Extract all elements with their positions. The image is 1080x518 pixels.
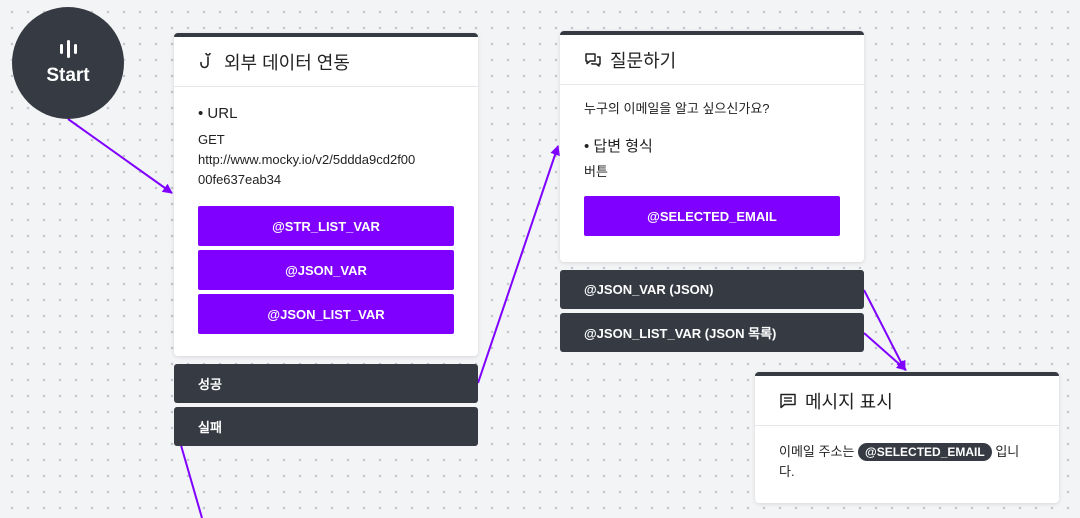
question-card[interactable]: 질문하기 누구의 이메일을 알고 싶으신가요? • 답변 형식 버튼 @SELE… [560, 31, 864, 262]
str-list-var-button[interactable]: @STR_LIST_VAR [198, 206, 454, 246]
question-prompt: 누구의 이메일을 알고 싶으신가요? [584, 101, 770, 116]
json-list-var-option[interactable]: @JSON_LIST_VAR (JSON 목록) [560, 313, 864, 352]
json-var-option[interactable]: @JSON_VAR (JSON) [560, 270, 864, 309]
edge-success-to-question [477, 145, 560, 384]
message-title: 메시지 표시 [805, 391, 893, 412]
message-header: 메시지 표시 [755, 376, 1059, 426]
message-text-before: 이메일 주소는 [779, 444, 855, 459]
http-method: GET [198, 132, 225, 147]
url-line-2: 00fe637eab34 [198, 172, 282, 187]
external-data-header: 외부 데이터 연동 [174, 37, 478, 87]
start-label: Start [46, 65, 90, 86]
json-var-button[interactable]: @JSON_VAR [198, 250, 454, 290]
edge-json-list-var-to-message [863, 332, 907, 371]
message-text-after: 입니 [995, 444, 1020, 459]
json-list-var-button[interactable]: @JSON_LIST_VAR [198, 294, 454, 334]
start-bars-icon [59, 39, 77, 59]
message-card[interactable]: 메시지 표시 이메일 주소는 @SELECTED_EMAIL 입니 다. [755, 372, 1059, 503]
edge-start-to-external [67, 118, 173, 194]
start-node[interactable]: Start [12, 7, 124, 119]
url-line-1: http://www.mocky.io/v2/5ddda9cd2f00 [198, 152, 416, 167]
answer-format-label: • 답변 형식 [584, 138, 653, 155]
message-text: 이메일 주소는 @SELECTED_EMAIL 입니 [779, 442, 1035, 462]
question-title: 질문하기 [610, 50, 677, 71]
url-label: • URL [198, 105, 238, 122]
external-data-title: 외부 데이터 연동 [224, 52, 350, 73]
edge-json-var-to-message [863, 289, 906, 371]
message-text-line-2: 다. [779, 464, 795, 479]
selected-email-chip: @SELECTED_EMAIL [858, 443, 992, 461]
message-icon [779, 392, 797, 410]
external-data-card[interactable]: 외부 데이터 연동 • URL GET http://www.mocky.io/… [174, 33, 478, 356]
failure-output[interactable]: 실패 [174, 407, 478, 446]
question-header: 질문하기 [560, 35, 864, 85]
hook-icon [198, 52, 216, 71]
chat-icon [584, 51, 602, 69]
selected-email-button[interactable]: @SELECTED_EMAIL [584, 196, 840, 236]
success-output[interactable]: 성공 [174, 364, 478, 403]
answer-format-value: 버튼 [584, 164, 608, 179]
